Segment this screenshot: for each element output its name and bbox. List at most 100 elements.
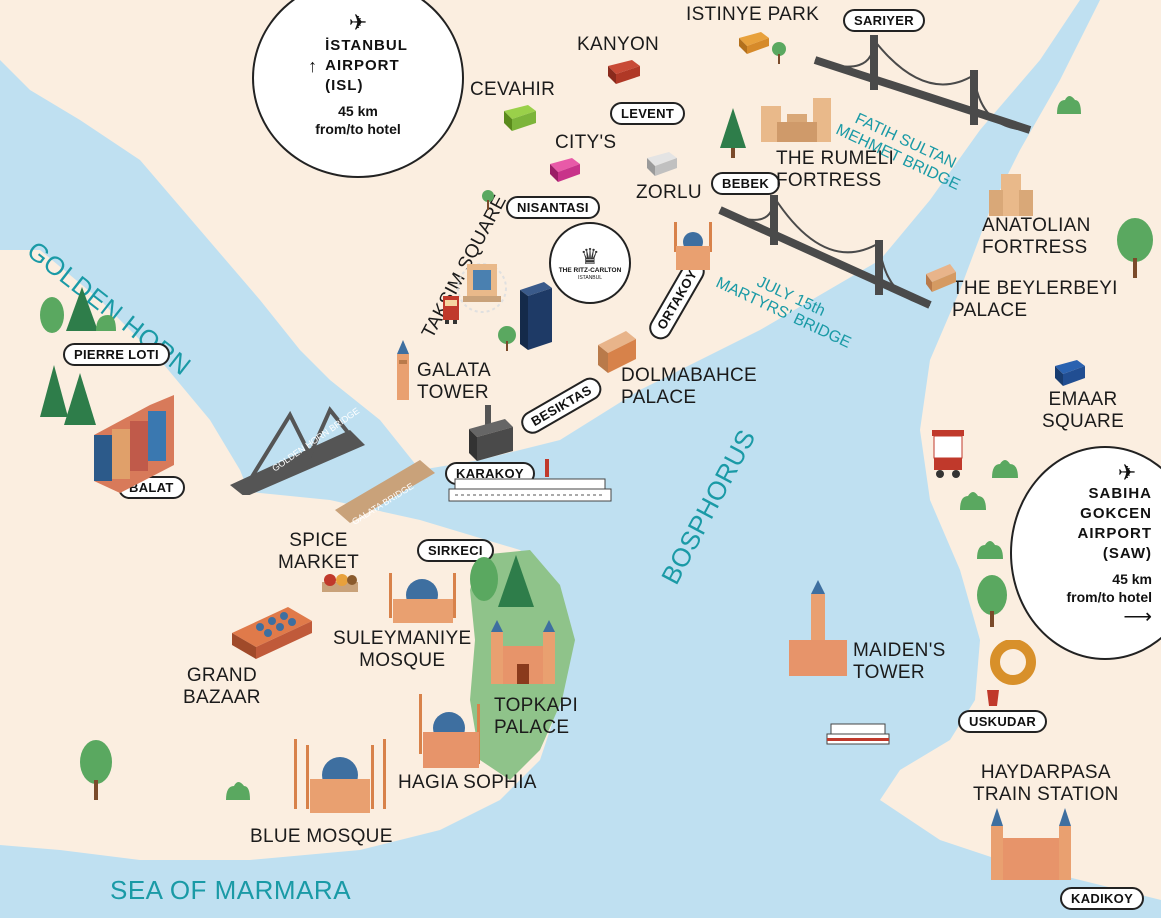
citys-mall-icon[interactable] xyxy=(548,156,582,184)
bush-icon xyxy=(1057,96,1081,114)
golden-horn-bridge-icon xyxy=(230,406,365,495)
isl-note: from/to hotel xyxy=(315,121,401,137)
kanyon-mall-icon[interactable] xyxy=(606,58,644,86)
tree-icon xyxy=(720,108,746,158)
saw-name-line2: GOKCEN xyxy=(1080,505,1152,522)
sabiha-gokcen-airport-badge[interactable]: ✈ SABIHA GOKCEN AIRPORT (SAW) 45 km from… xyxy=(1010,446,1161,660)
anatolian-fortress-label: ANATOLIAN FORTRESS xyxy=(982,215,1091,259)
saw-name-line1: SABIHA xyxy=(1088,485,1152,502)
dolmabahce-palace-icon[interactable] xyxy=(596,325,638,375)
beylerbeyi-palace-label: THE BEYLERBEYI PALACE xyxy=(952,278,1118,322)
district-uskudar[interactable]: USKUDAR xyxy=(958,710,1048,733)
beylerbeyi-palace-icon[interactable] xyxy=(924,260,958,294)
istanbul-airport-badge[interactable]: ✈ ↑ İSTANBUL AIRPORT (ISL) 45 km from/to… xyxy=(252,0,464,178)
balat-houses-icon[interactable] xyxy=(90,385,180,495)
airplane-icon: ✈ xyxy=(1117,460,1137,485)
maidens-tower-label: MAIDEN'S TOWER xyxy=(853,640,946,684)
isl-distance: 45 km xyxy=(338,103,378,119)
saw-note: from/to hotel xyxy=(1066,589,1152,605)
dolmabahce-label-line1: DOLMABAHCE xyxy=(621,365,758,386)
saw-code: (SAW) xyxy=(1102,545,1152,562)
anatolian-fortress-icon[interactable] xyxy=(985,172,1037,218)
tree-icon xyxy=(772,42,786,64)
asian-land xyxy=(880,0,1161,900)
dolmabahce-label-line2: PALACE xyxy=(621,387,697,408)
balat-trees-icon xyxy=(40,365,96,425)
emaar-mall-icon[interactable] xyxy=(1053,358,1089,388)
rumeli-fortress-icon[interactable] xyxy=(757,92,835,144)
galata-bridge-icon xyxy=(335,460,435,523)
suleymaniye-label-line1: SULEYMANIYE xyxy=(333,628,472,649)
airplane-icon: ✈ xyxy=(348,10,368,35)
district-levent[interactable]: LEVENT xyxy=(610,102,686,125)
topkapi-label-line1: TOPKAPI xyxy=(494,695,579,716)
grand-bazaar-icon[interactable] xyxy=(230,603,315,661)
suleymaniye-mosque-icon[interactable] xyxy=(385,565,460,625)
haydarpasa-label-line1: HAYDARPASA xyxy=(980,762,1111,783)
hagia-sophia-icon[interactable] xyxy=(415,688,485,772)
tree-icon xyxy=(80,740,112,800)
ferry-icon[interactable] xyxy=(445,459,615,509)
suleymaniye-label-line2: MOSQUE xyxy=(359,650,446,671)
district-sirkeci[interactable]: SIRKECI xyxy=(417,539,494,562)
beylerbeyi-label-line1: THE BEYLERBEYI xyxy=(952,278,1118,299)
pierre-loti-trees-icon xyxy=(40,287,116,333)
galata-tower-label: GALATA TOWER xyxy=(417,360,491,404)
anatolian-label-line2: FORTRESS xyxy=(982,237,1088,258)
tree-icon xyxy=(498,326,516,351)
rumeli-label-line1: THE RUMELI xyxy=(776,148,895,169)
zorlu-mall-icon[interactable] xyxy=(645,150,679,178)
district-sariyer[interactable]: SARIYER xyxy=(843,9,925,32)
citys-label: CITY'S xyxy=(555,132,617,153)
istinye-park-mall-icon[interactable] xyxy=(737,30,771,56)
karakoy-building-icon[interactable] xyxy=(465,405,517,463)
tree-icon xyxy=(1117,218,1153,278)
isl-code: (ISL) xyxy=(325,77,364,94)
ritz-carlton-building-icon[interactable] xyxy=(516,280,556,352)
galata-label-line2: TOWER xyxy=(417,382,489,403)
district-pierre-loti[interactable]: PIERRE LOTI xyxy=(63,343,170,366)
taksim-tram-icon[interactable] xyxy=(441,290,461,326)
bush-icon xyxy=(992,460,1018,478)
maidens-label-line1: MAIDEN'S xyxy=(853,640,946,661)
simit-cart-icon[interactable] xyxy=(930,430,966,480)
tree-icon xyxy=(977,575,1007,627)
spice-market-stall-icon[interactable] xyxy=(320,570,360,600)
district-kadikoy[interactable]: KADIKOY xyxy=(1060,887,1145,910)
galata-tower-icon[interactable] xyxy=(393,340,413,400)
sea-of-marmara-label: SEA OF MARMARA xyxy=(110,875,352,905)
arrow-right-icon: ⟶ xyxy=(1123,606,1152,628)
anatolian-label-line1: ANATOLIAN xyxy=(982,215,1091,236)
rumeli-label-line2: FORTRESS xyxy=(776,170,882,191)
istinye-park-label: ISTINYE PARK xyxy=(686,4,820,25)
ritz-carlton-badge[interactable]: ♛ THE RITZ-CARLTON ISTANBUL xyxy=(549,222,631,304)
haydarpasa-label: HAYDARPASA TRAIN STATION xyxy=(973,762,1119,806)
beylerbeyi-label-line2: PALACE xyxy=(952,300,1028,321)
grand-bazaar-label-line1: GRAND xyxy=(186,665,257,686)
haydarpasa-label-line2: TRAIN STATION xyxy=(973,784,1119,805)
blue-mosque-icon[interactable] xyxy=(290,735,390,815)
grand-bazaar-label: GRAND BAZAAR xyxy=(183,665,261,709)
district-bebek[interactable]: BEBEK xyxy=(711,172,781,195)
topkapi-palace-icon[interactable] xyxy=(487,620,559,686)
galata-label-line1: GALATA xyxy=(417,360,491,381)
arrow-up-icon: ↑ xyxy=(308,56,318,76)
emaar-label-line2: SQUARE xyxy=(1042,411,1125,432)
ortakoy-mosque-icon[interactable] xyxy=(670,216,716,272)
taksim-monument-icon[interactable] xyxy=(453,250,511,314)
isl-name-line1: İSTANBUL xyxy=(325,37,408,54)
hotel-city: ISTANBUL xyxy=(577,275,603,281)
spice-label-line2: MARKET xyxy=(278,552,359,573)
maidens-tower-icon[interactable] xyxy=(787,580,849,680)
district-nisantasi[interactable]: NISANTASI xyxy=(506,196,600,219)
emaar-label-line1: EMAAR xyxy=(1048,389,1118,410)
spice-label-line1: SPICE xyxy=(289,530,348,551)
small-ferry-icon[interactable] xyxy=(825,720,891,748)
haydarpasa-station-icon[interactable] xyxy=(985,808,1077,882)
grand-bazaar-label-line2: BAZAAR xyxy=(183,687,261,708)
cevahir-mall-icon[interactable] xyxy=(502,103,540,133)
simit-tea-icon[interactable] xyxy=(983,640,1039,706)
hagia-sophia-label: HAGIA SOPHIA xyxy=(398,772,537,793)
